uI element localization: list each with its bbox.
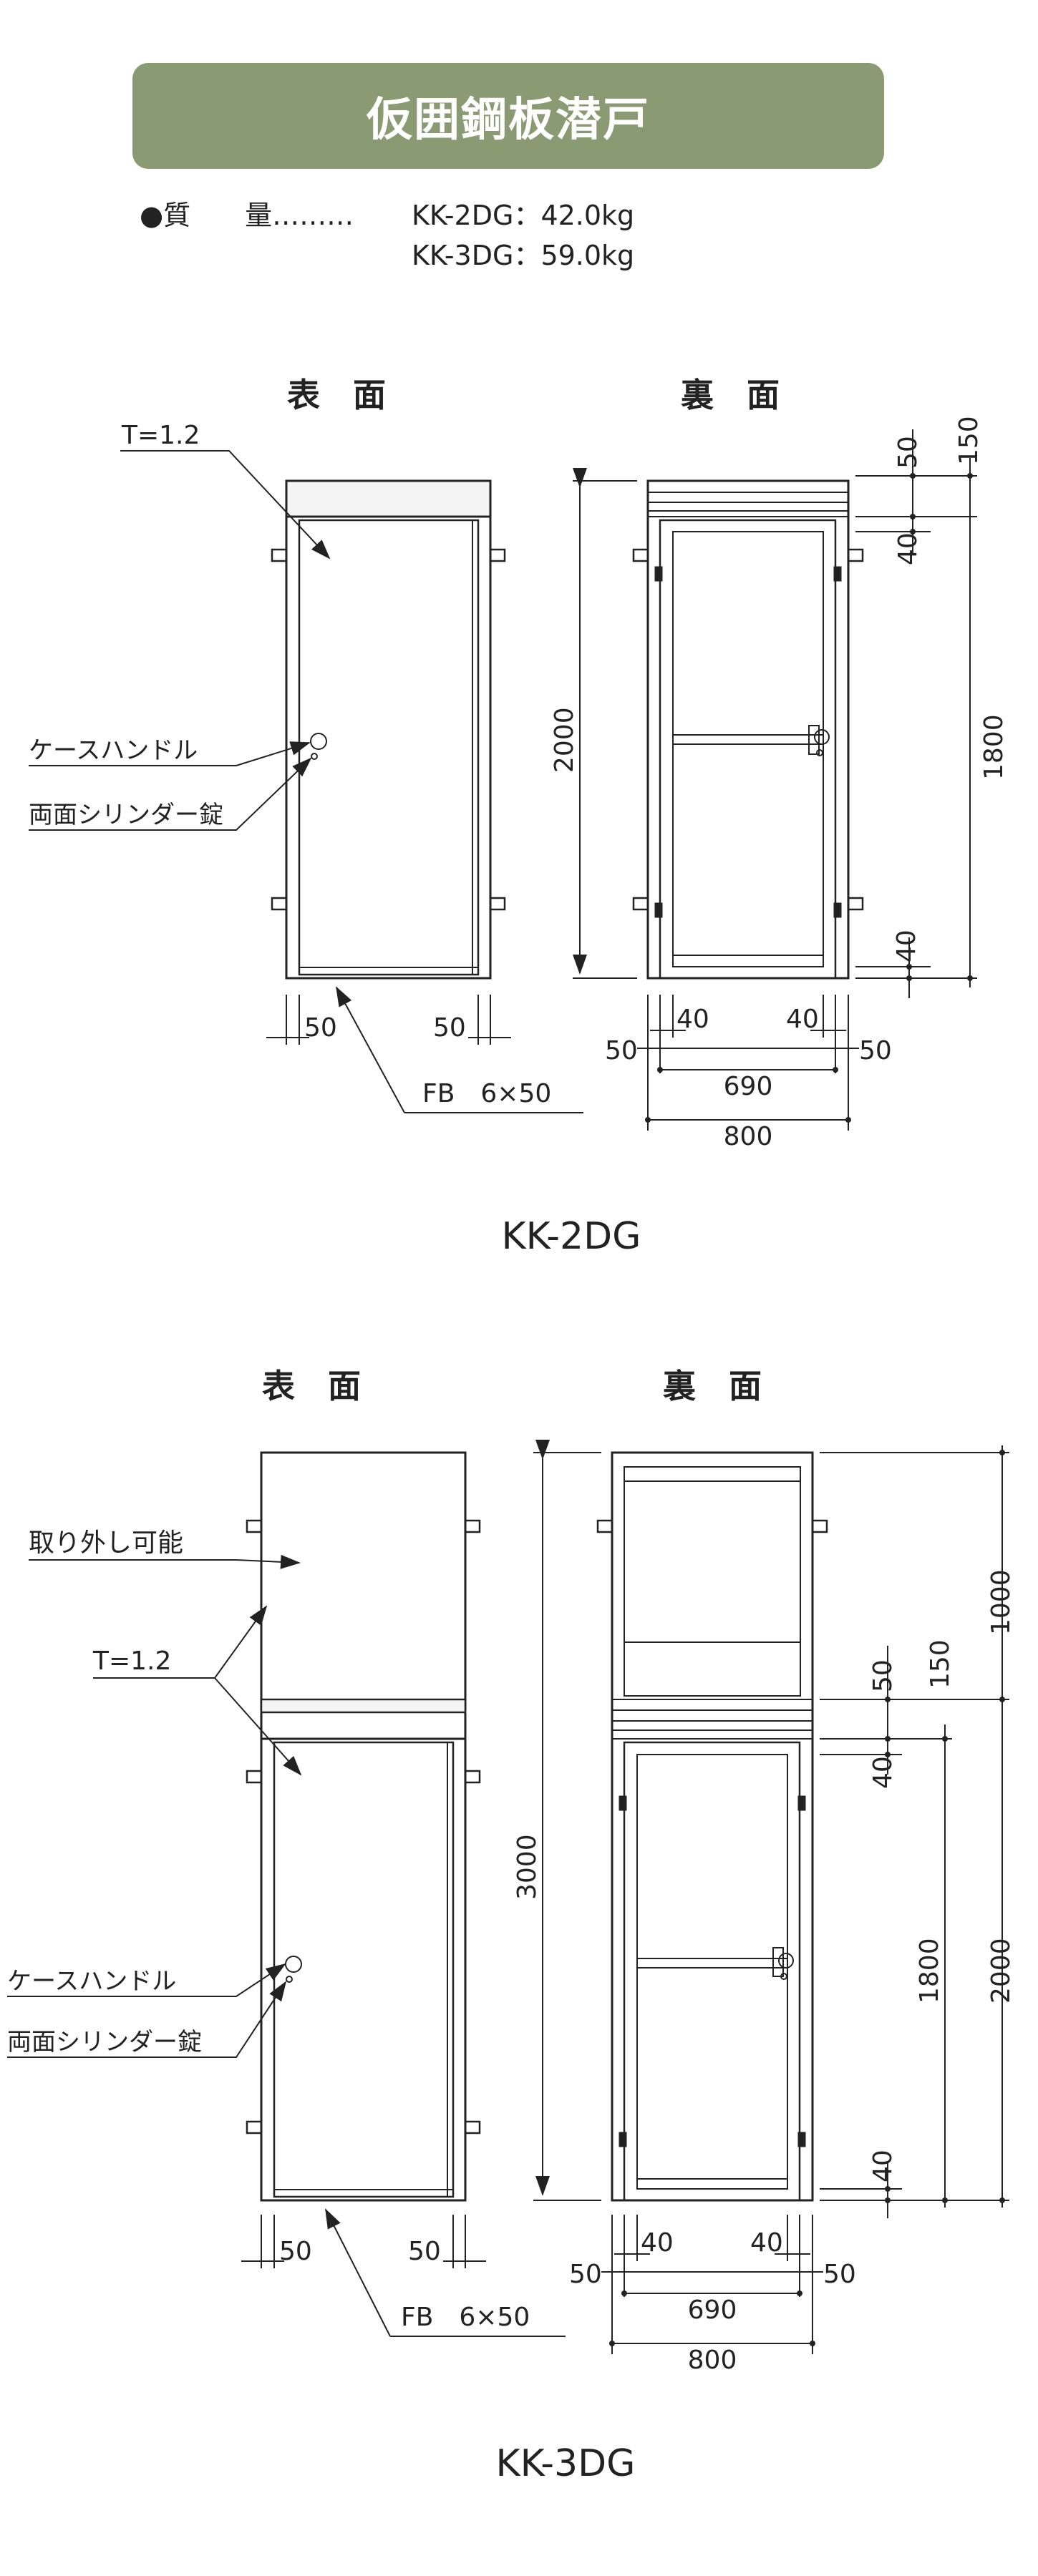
weight-kk2dg: KK-2DG：42.0kg xyxy=(412,200,635,231)
kk3dg-dim-40-bottom: 40 xyxy=(868,2150,898,2182)
kk3dg-back-dim-40-left: 40 xyxy=(641,2228,674,2258)
kk2dg-dim-40-bottom: 40 xyxy=(892,930,921,962)
kk3dg-dim-1000: 1000 xyxy=(986,1569,1016,1635)
kk3dg-back-dim-50-right: 50 xyxy=(823,2260,856,2289)
kk3dg-handle-label: ケースハンドル xyxy=(7,1967,176,1996)
kk2dg-front-label: 表 面 xyxy=(287,376,386,414)
kk2dg-dim-1800: 1800 xyxy=(979,714,1009,780)
kk2dg-dim-50-top: 50 xyxy=(893,436,923,469)
weight-bullet: ●質 量 xyxy=(140,200,273,231)
weight-leader: ……… xyxy=(272,200,354,231)
kk3dg-dim-150: 150 xyxy=(926,1639,955,1689)
kk3dg-lock-label: 両面シリンダー錠 xyxy=(7,2028,202,2057)
kk2dg-dim-40-top: 40 xyxy=(893,532,923,565)
kk2dg-back-dim-50-right: 50 xyxy=(859,1036,892,1065)
kk3dg-dim-50-top: 50 xyxy=(868,1659,898,1692)
kk3dg-front-label: 表 面 xyxy=(262,1367,361,1405)
kk3dg-dim-800: 800 xyxy=(688,2346,737,2375)
kk2dg-lock-label: 両面シリンダー錠 xyxy=(29,801,223,829)
page-title: 仮囲鋼板潜戸 xyxy=(367,94,650,147)
kk2dg-front-view xyxy=(271,479,506,980)
kk2dg-front-dim-left: 50 xyxy=(304,1013,337,1043)
kk3dg-dim-40-top: 40 xyxy=(868,1756,898,1789)
kk3dg-thickness-label: T=1.2 xyxy=(92,1646,171,1676)
kk3dg-dim-1800: 1800 xyxy=(915,1938,944,2004)
kk3dg-dim-2000: 2000 xyxy=(986,1938,1016,2004)
kk3dg-back-dim-40-right: 40 xyxy=(750,2228,783,2258)
kk2dg-back-view xyxy=(632,479,864,980)
weight-label: ●質 量……… xyxy=(140,193,354,233)
title-banner: 仮囲鋼板潜戸 xyxy=(132,63,884,169)
kk2dg-fb-label: FB 6×50 xyxy=(422,1079,551,1108)
weight-kk3dg: KK-3DG：59.0kg xyxy=(412,240,635,271)
kk2dg-back-label: 裏 面 xyxy=(681,376,780,414)
kk2dg-model-label: KK-2DG xyxy=(502,1215,641,1258)
kk3dg-back-dim-50-left: 50 xyxy=(569,2260,602,2289)
kk3dg-dim-3000: 3000 xyxy=(513,1834,542,1900)
kk2dg-dim-2000: 2000 xyxy=(550,707,579,773)
kk2dg-thickness-label: T=1.2 xyxy=(121,421,200,450)
kk3dg-back-view xyxy=(596,1451,828,2202)
kk3dg-front-dim-right: 50 xyxy=(408,2237,441,2266)
kk2dg-back-dim-40-left: 40 xyxy=(676,1005,709,1034)
kk2dg-dim-690: 690 xyxy=(724,1072,773,1101)
kk3dg-removable-label: 取り外し可能 xyxy=(29,1528,183,1558)
kk3dg-model-label: KK-3DG xyxy=(496,2442,636,2485)
kk3dg-fb-label: FB 6×50 xyxy=(401,2303,530,2332)
kk2dg-back-dim-50-left: 50 xyxy=(605,1036,638,1065)
kk3dg-front-dim-left: 50 xyxy=(279,2237,312,2266)
kk3dg-back-label: 裏 面 xyxy=(663,1367,762,1405)
kk2dg-back-dim-40-right: 40 xyxy=(786,1005,819,1034)
kk2dg-handle-label: ケースハンドル xyxy=(29,736,198,765)
kk2dg-dim-800: 800 xyxy=(724,1122,773,1151)
kk3dg-front-view xyxy=(246,1451,481,2202)
kk3dg-dim-690: 690 xyxy=(688,2296,737,2325)
kk2dg-dim-150: 150 xyxy=(954,416,984,465)
kk2dg-front-dim-right: 50 xyxy=(433,1013,466,1043)
